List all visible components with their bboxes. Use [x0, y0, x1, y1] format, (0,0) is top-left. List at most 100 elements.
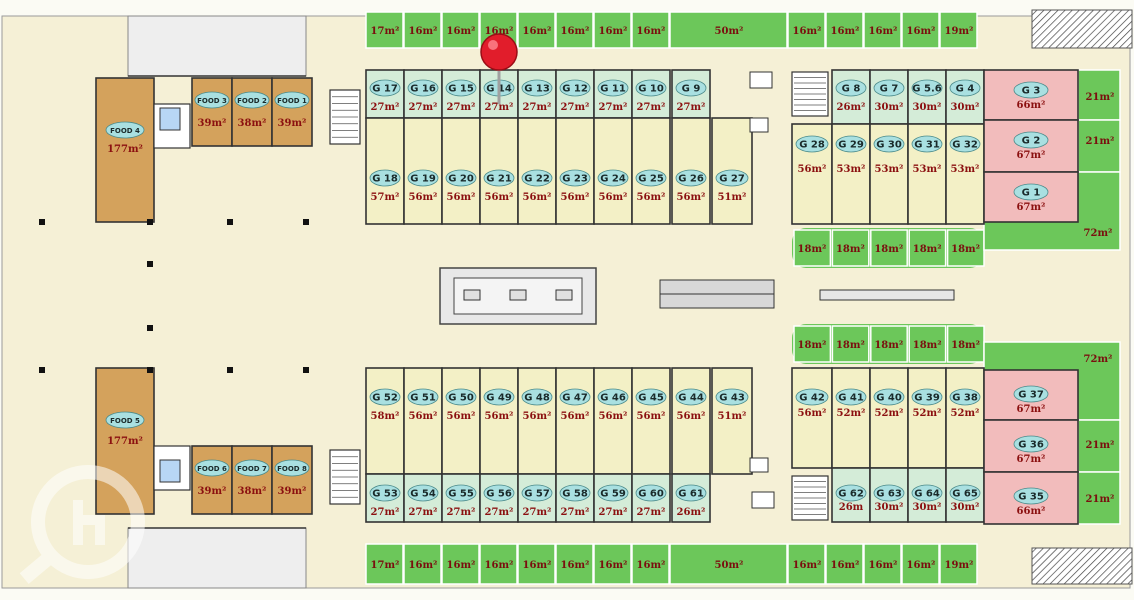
- terrace-unit[interactable]: 21m²: [1077, 119, 1121, 173]
- terrace-unit[interactable]: 19m²: [939, 543, 978, 585]
- terrace-unit[interactable]: 16m²: [555, 543, 594, 585]
- terrace-unit[interactable]: 16m²: [787, 11, 826, 49]
- terrace-unit[interactable]: 18m²: [908, 325, 947, 363]
- map-pin-icon[interactable]: [480, 33, 518, 104]
- terrace-unit[interactable]: 16m²: [825, 543, 864, 585]
- terrace-unit[interactable]: 16m²: [631, 11, 670, 49]
- terrace-unit[interactable]: 21m²: [1077, 69, 1121, 121]
- terrace-unit[interactable]: 18m²: [793, 229, 832, 267]
- terrace-unit[interactable]: 18m²: [793, 325, 832, 363]
- terrace-unit[interactable]: 16m²: [901, 543, 940, 585]
- terrace-unit[interactable]: 18m²: [908, 229, 947, 267]
- terrace-unit[interactable]: 16m²: [901, 11, 940, 49]
- terrace-unit[interactable]: 16m²: [863, 543, 902, 585]
- terrace-unit[interactable]: 16m²: [479, 543, 518, 585]
- terrace-unit[interactable]: 50m²: [669, 11, 788, 49]
- terrace-unit[interactable]: 16m²: [593, 543, 632, 585]
- terrace-unit[interactable]: 16m²: [825, 11, 864, 49]
- terrace-unit[interactable]: 19m²: [939, 11, 978, 49]
- terrace-unit[interactable]: 21m²: [1077, 419, 1121, 473]
- terrace-unit[interactable]: 16m²: [441, 11, 480, 49]
- terrace-unit[interactable]: 18m²: [946, 325, 985, 363]
- terrace-unit[interactable]: 17m²: [365, 11, 404, 49]
- terrace-unit[interactable]: 16m²: [441, 543, 480, 585]
- terrace-unit[interactable]: 16m²: [403, 543, 442, 585]
- terrace-unit[interactable]: 18m²: [831, 229, 870, 267]
- terrace-unit[interactable]: 18m²: [831, 325, 870, 363]
- terrace-unit[interactable]: 18m²: [870, 229, 908, 267]
- terrace-unit[interactable]: 16m²: [517, 11, 556, 49]
- terrace-unit[interactable]: 16m²: [787, 543, 826, 585]
- terrace-unit[interactable]: 16m²: [403, 11, 442, 49]
- terrace-unit[interactable]: 16m²: [555, 11, 594, 49]
- terrace-unit[interactable]: 18m²: [870, 325, 908, 363]
- terrace-unit[interactable]: 16m²: [517, 543, 556, 585]
- terrace-unit[interactable]: 18m²: [946, 229, 985, 267]
- terrace-unit[interactable]: 17m²: [365, 543, 404, 585]
- terrace-unit[interactable]: 21m²: [1077, 471, 1121, 525]
- terrace-unit[interactable]: 16m²: [593, 11, 632, 49]
